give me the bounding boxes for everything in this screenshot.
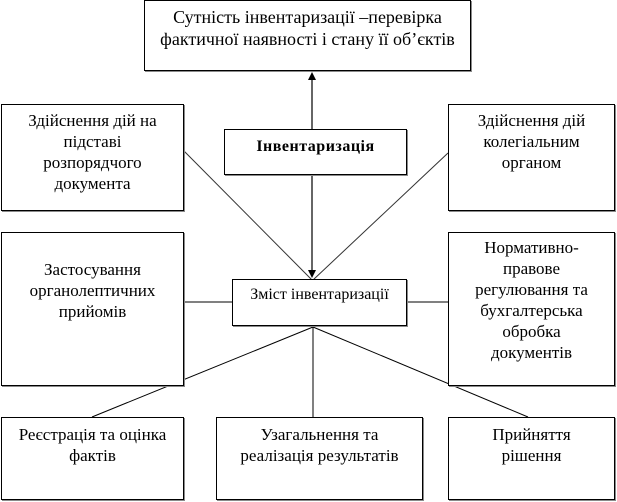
title-box: Сутність інвентаризації –перевірка факти… [144, 0, 471, 71]
bottom-middle-box: Узагальнення та реалізація результатів [216, 417, 423, 500]
central-box: Інвентаризація [224, 129, 407, 175]
left-top-box-text: Здійснення дій на підставі розпорядчого … [28, 111, 157, 193]
left-middle-box-text: Застосування органолептичних прийомів [29, 260, 156, 321]
bottom-right-box-text: Прийняття рішення [492, 425, 571, 465]
bottom-right-box: Прийняття рішення [448, 417, 615, 500]
title-box-text: Сутність інвентаризації –перевірка факти… [160, 7, 455, 49]
right-middle-box: Нормативно- правове регулювання та бухга… [448, 232, 615, 386]
content-box: Зміст інвентаризації [232, 279, 407, 326]
bottom-left-box-text: Реєстрація та оцінка фактів [18, 425, 167, 465]
central-box-text: Інвентаризація [256, 138, 375, 155]
right-middle-box-text: Нормативно- правове регулювання та бухга… [475, 238, 588, 362]
content-box-text: Зміст інвентаризації [250, 286, 389, 303]
bottom-left-box: Реєстрація та оцінка фактів [1, 417, 184, 500]
left-middle-box: Застосування органолептичних прийомів [1, 232, 184, 386]
right-top-box: Здійснення дій колегіальним органом [448, 104, 615, 211]
left-top-box: Здійснення дій на підставі розпорядчого … [1, 104, 184, 211]
bottom-middle-box-text: Узагальнення та реалізація результатів [240, 425, 399, 465]
right-top-box-text: Здійснення дій колегіальним органом [477, 111, 586, 172]
